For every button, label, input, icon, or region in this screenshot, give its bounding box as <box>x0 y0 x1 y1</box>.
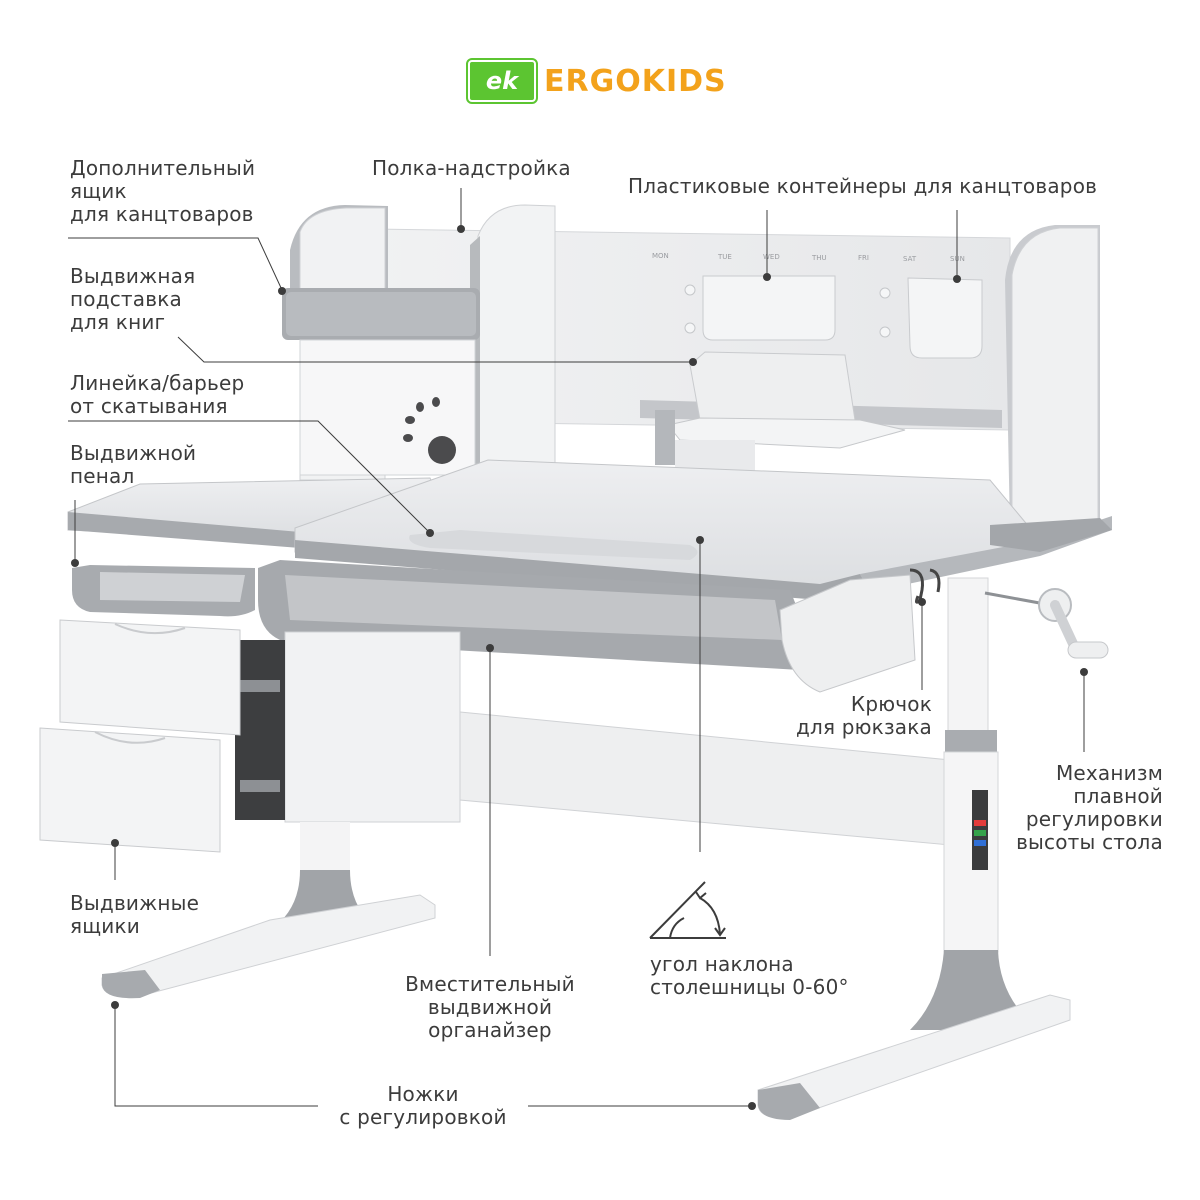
sticker-icon <box>428 436 456 464</box>
brand-logo: ek ERGOKIDS <box>466 58 727 104</box>
container-cup <box>907 277 983 359</box>
container-box <box>702 275 836 341</box>
label-ruler: Линейка/барьер от скатывания <box>70 371 245 418</box>
hook-icon <box>909 568 924 604</box>
day-label: TUE <box>717 253 732 261</box>
tilt-angle-icon <box>649 881 726 939</box>
day-label: THU <box>811 254 827 262</box>
label-extra-box: Дополнительный ящик для канцтоваров <box>70 156 256 226</box>
label-containers: Пластиковые контейнеры для канцтоваров <box>628 174 1098 198</box>
label-tilt: угол наклона столешницы 0-60° <box>650 952 849 999</box>
book-stand <box>655 351 906 475</box>
brand-name: ERGOKIDS <box>544 63 727 99</box>
hutch-shelf: MON TUE WED THU FRI SAT SUN <box>282 204 1100 530</box>
desk-frame <box>101 577 1109 1120</box>
label-mechanism: Механизм плавной регулировки высоты стол… <box>1016 761 1163 854</box>
desk-top <box>67 459 1112 600</box>
callout-lines <box>68 188 1085 1107</box>
label-hook: Крючок для рюкзака <box>795 692 932 739</box>
label-legs: Ножки с регулировкой <box>339 1082 507 1129</box>
drawer-cabinet <box>39 619 461 853</box>
day-label: MON <box>652 252 669 260</box>
label-shelf: Полка-надстройка <box>372 156 571 180</box>
label-organizer: Вместительный выдвижной органайзер <box>405 972 575 1042</box>
label-book-stand: Выдвижная подставка для книг <box>70 264 196 334</box>
day-label: SAT <box>903 255 917 263</box>
day-label: FRI <box>858 254 869 262</box>
label-drawers: Выдвижные ящики <box>70 891 200 938</box>
label-pencil-case: Выдвижной пенал <box>70 441 197 488</box>
brand-mark-icon: ek <box>466 58 538 104</box>
callout-dots <box>71 225 1088 1110</box>
day-label: WED <box>763 253 780 261</box>
